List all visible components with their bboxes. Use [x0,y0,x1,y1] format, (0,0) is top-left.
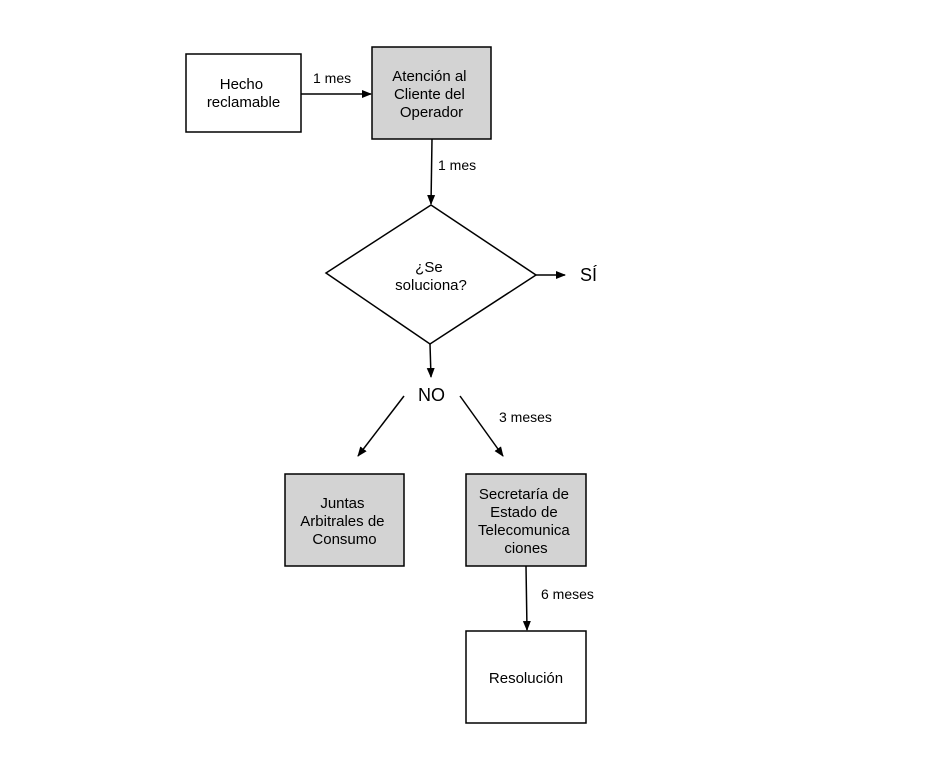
node-atencion-line-1: Atención al [392,68,466,85]
node-resolucion: Resolución [465,630,587,724]
svg-text:Juntas Arbitrales de: Juntas Arbitrales de Consumo [300,495,388,548]
svg-text:Hecho reclamable: Hecho reclamable [207,76,280,111]
edge-label-secretaria-resolucion: 6 meses [541,586,594,602]
node-secretaria-line-4: ciones [504,540,547,557]
node-secretaria-line-3: Telecomunica [478,522,570,539]
edge-label-hecho-atencion: 1 mes [313,70,351,86]
arrow-secretaria-to-resolucion [522,565,531,631]
outcome-yes-label: SÍ [580,265,597,285]
node-decision-line-1: ¿Se [415,259,443,276]
node-hecho-line-2: reclamable [207,94,280,111]
svg-text:Secretaría de Estado de: Secretaría de Estado de Telecomunica cio… [478,486,574,557]
arrow-no-to-secretaria [459,395,504,457]
node-secretaria-line-1: Secretaría de [479,486,569,503]
edge-label-atencion-decision: 1 mes [438,157,476,173]
node-hecho-line-1: Hecho [220,76,263,93]
node-resolucion-line-1: Resolución [489,670,563,687]
arrow-atencion-to-decision [427,138,436,205]
node-juntas-line-3: Consumo [312,531,376,548]
arrow-no-to-juntas [357,395,405,457]
node-juntas-line-2: Arbitrales de [300,513,384,530]
node-juntas-arbitrales: Juntas Arbitrales de Consumo [284,473,405,567]
outcome-no-label: NO [418,385,445,405]
arrow-decision-to-no [426,343,435,378]
edge-label-no-secretaria: 3 meses [499,409,552,425]
node-juntas-line-1: Juntas [320,495,364,512]
node-atencion-line-2: Cliente del [394,86,465,103]
node-secretaria-estado: Secretaría de Estado de Telecomunica cio… [465,473,587,567]
svg-text:Atención al Cliente del: Atención al Cliente del Operador [392,68,470,121]
connectors [301,90,566,631]
node-secretaria-line-2: Estado de [490,504,558,521]
node-decision-line-2: soluciona? [395,277,467,294]
node-atencion-line-3: Operador [400,104,463,121]
svg-text:¿Se soluciona?: ¿Se soluciona? [395,259,467,294]
node-hecho-reclamable: Hecho reclamable [185,53,302,133]
node-atencion-cliente: Atención al Cliente del Operador [371,46,492,140]
svg-text:Resolución: Resolución [489,670,563,687]
node-decision-se-soluciona: ¿Se soluciona? [324,204,538,345]
